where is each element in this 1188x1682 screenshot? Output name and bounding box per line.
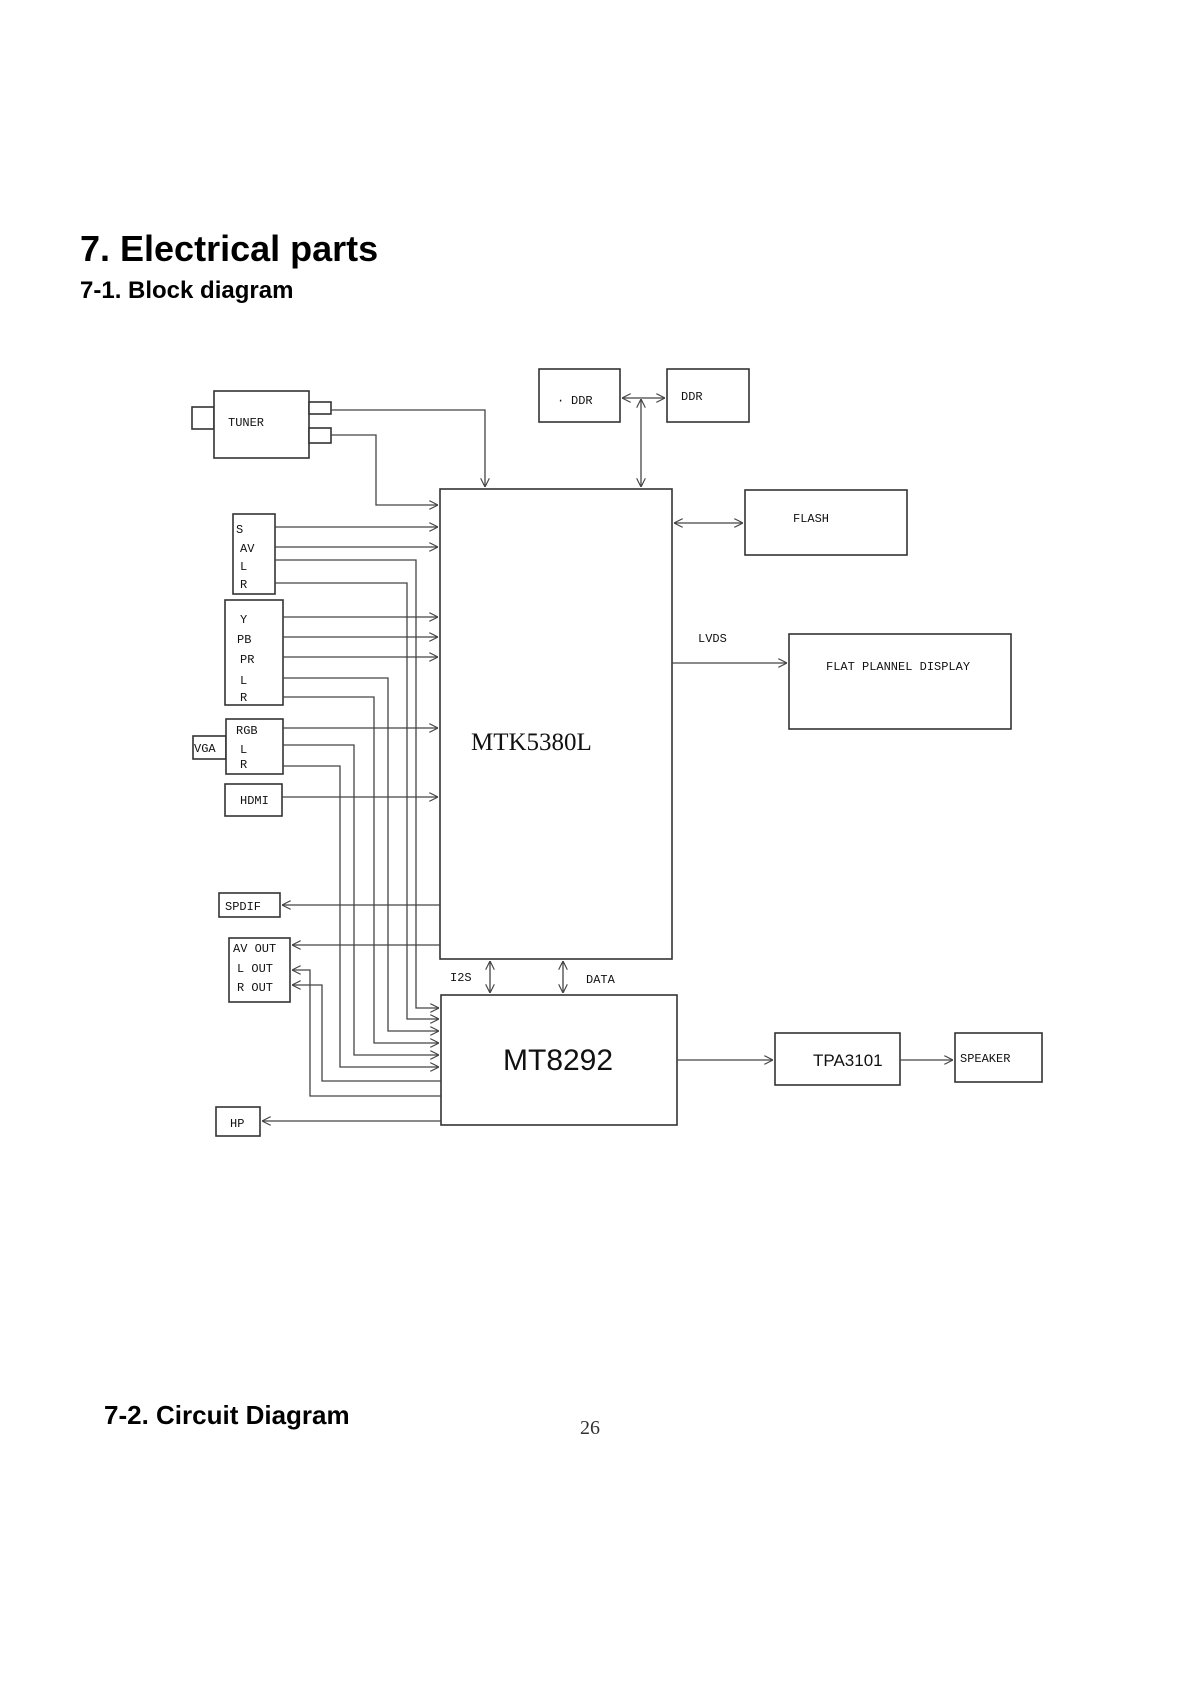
tuner-label: TUNER bbox=[228, 416, 264, 430]
flash-label: FLASH bbox=[793, 512, 829, 526]
subsection-heading: 7-1. Block diagram bbox=[80, 277, 294, 304]
circuit-diagram-heading: 7-2. Circuit Diagram bbox=[104, 1400, 350, 1430]
vga-label: VGA bbox=[194, 742, 216, 756]
l-label-2: L bbox=[240, 674, 247, 688]
pb-label: PB bbox=[237, 633, 251, 647]
hdmi-input-block: HDMI bbox=[224, 783, 283, 817]
display-block: FLAT PLANNEL DISPLAY bbox=[788, 633, 1012, 730]
speaker-block: SPEAKER bbox=[954, 1032, 1043, 1083]
connector-lines bbox=[262, 398, 953, 1121]
display-label: FLAT PLANNEL DISPLAY bbox=[826, 660, 970, 674]
vga-input-block: VGA RGB L R bbox=[192, 718, 284, 775]
l-out-label: L OUT bbox=[237, 962, 273, 976]
hp-label: HP bbox=[230, 1117, 244, 1131]
svg-text:·: · bbox=[557, 394, 564, 408]
ddr-block-2: DDR bbox=[666, 368, 750, 423]
spdif-label: SPDIF bbox=[225, 900, 261, 914]
spdif-output-block: SPDIF bbox=[218, 892, 281, 918]
av-out-label: AV OUT bbox=[233, 942, 276, 956]
amplifier-block: TPA3101 bbox=[774, 1032, 901, 1086]
av-label: AV bbox=[240, 542, 255, 556]
hp-output-block: HP bbox=[215, 1106, 261, 1137]
flash-block: FLASH bbox=[744, 489, 908, 556]
ddr-label-1: DDR bbox=[571, 394, 593, 408]
hdmi-label: HDMI bbox=[240, 794, 269, 808]
l-label-1: L bbox=[240, 560, 247, 574]
speaker-label: SPEAKER bbox=[960, 1052, 1010, 1066]
rgb-label: RGB bbox=[236, 724, 258, 738]
ddr-block-1: · DDR bbox=[538, 368, 621, 423]
amplifier-label: TPA3101 bbox=[813, 1051, 883, 1070]
lvds-label: LVDS bbox=[698, 632, 727, 646]
soc-label: MTK5380L bbox=[471, 729, 592, 756]
audio-processor-label: MT8292 bbox=[503, 1044, 613, 1077]
pr-label: PR bbox=[240, 653, 254, 667]
s-label: S bbox=[236, 523, 243, 537]
audio-processor-block: MT8292 bbox=[440, 994, 678, 1126]
r-out-label: R OUT bbox=[237, 981, 273, 995]
tuner-block: TUNER bbox=[191, 390, 332, 459]
page-number: 26 bbox=[580, 1417, 600, 1439]
y-label: Y bbox=[240, 613, 247, 627]
data-label: DATA bbox=[586, 973, 616, 987]
r-label-2: R bbox=[240, 691, 247, 705]
r-label-1: R bbox=[240, 578, 247, 592]
section-heading: 7. Electrical parts bbox=[80, 228, 379, 269]
sav-input-block: S AV L R bbox=[232, 513, 276, 595]
r-label-3: R bbox=[240, 758, 247, 772]
l-label-3: L bbox=[240, 743, 247, 757]
av-output-block: AV OUT L OUT R OUT bbox=[228, 937, 291, 1003]
soc-block: MTK5380L bbox=[439, 488, 673, 960]
ddr-label-2: DDR bbox=[681, 390, 703, 404]
component-input-block: Y PB PR L R bbox=[224, 599, 284, 706]
i2s-label: I2S bbox=[450, 971, 472, 985]
